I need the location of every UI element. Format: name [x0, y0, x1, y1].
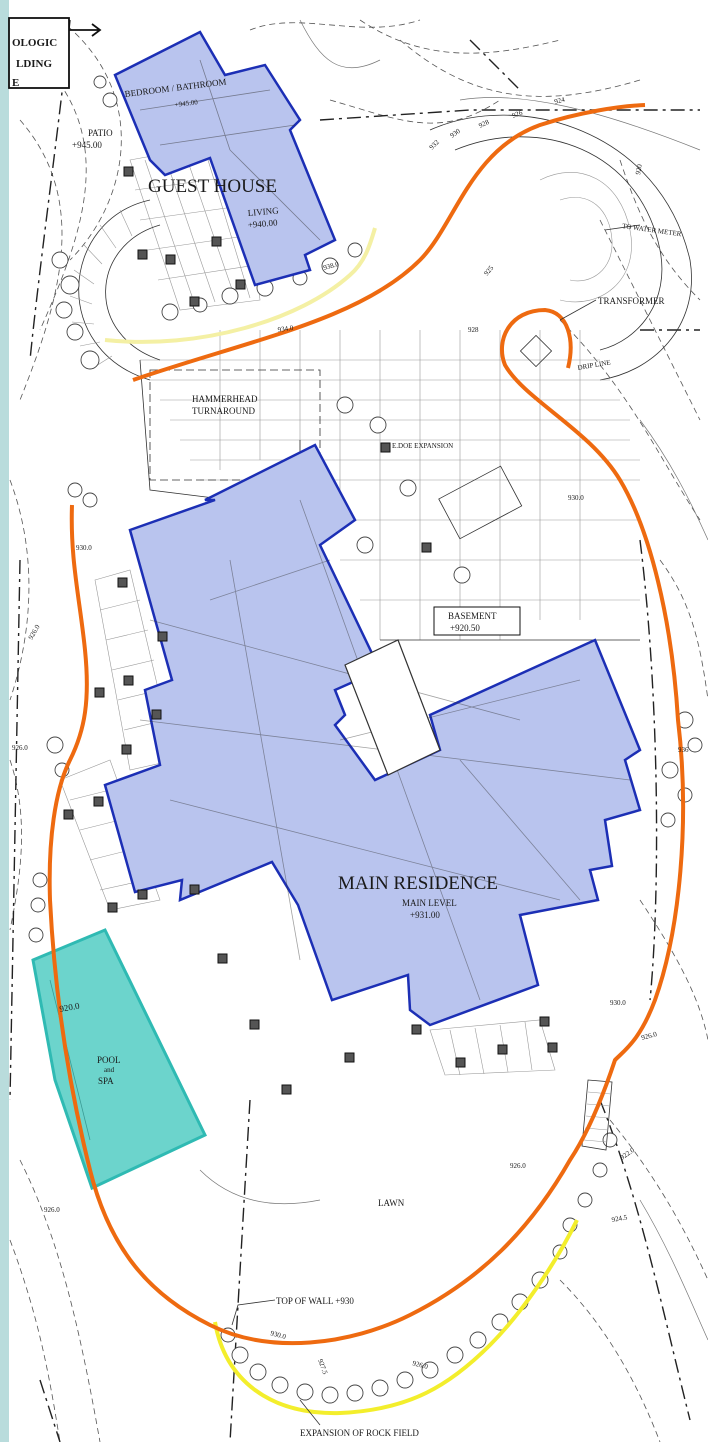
elev-925: 925 — [482, 264, 495, 278]
corner-text-2: LDING — [16, 58, 53, 70]
hammerhead-label-1: HAMMERHEAD — [192, 394, 258, 404]
elev-926-0e: 926.0 — [44, 1206, 60, 1214]
elev-927: 927.5 — [316, 1358, 329, 1376]
hammerhead-area — [149, 369, 321, 481]
elev-924: 924 — [553, 95, 566, 106]
expansion-rock-label: EXPANSION OF ROCK FIELD — [300, 1428, 419, 1438]
elev-932: 932 — [428, 138, 441, 151]
pool-label: POOL — [97, 1055, 121, 1065]
orange-line-upper — [132, 103, 646, 382]
elev-926-0c: 926.0 — [640, 1030, 658, 1042]
pool-and-label: and — [104, 1066, 115, 1074]
top-of-wall-label: TOP OF WALL +930 — [276, 1296, 354, 1306]
yellow-line — [213, 1219, 579, 1416]
pool-and-spa — [31, 928, 208, 1191]
guest-roof-lines — [139, 59, 321, 241]
elev-930a: 930 — [449, 127, 463, 140]
elev-926-0a: 926.0 — [27, 623, 42, 641]
pool-inner-line — [49, 979, 91, 1141]
patio-label: PATIO — [88, 128, 113, 138]
basement-label-box — [433, 606, 521, 636]
elev-926a: 926 — [511, 109, 524, 120]
basement-elevation: +920.50 — [450, 623, 480, 633]
main-level-elevation: +931.00 — [410, 910, 440, 920]
elev-926-0f: 926.0 — [411, 1359, 429, 1371]
guest-steps — [69, 199, 161, 381]
corner-text-1: OLOGIC — [12, 37, 57, 49]
drip-line-label: DRIP LINE — [577, 358, 611, 372]
basement-label: BASEMENT — [448, 611, 497, 621]
piers — [63, 166, 558, 1095]
spa-label: SPA — [98, 1076, 114, 1086]
elev-926-0d: 926.0 — [510, 1162, 526, 1170]
elev-920: 920 — [634, 163, 644, 175]
elev-928b: 928 — [468, 326, 479, 334]
property-lines — [9, 19, 700, 1442]
orange-line-main — [47, 307, 686, 1346]
elev-924-5: 924.5 — [611, 1213, 628, 1224]
expansion-label: E.DOE EXPANSION — [392, 442, 453, 450]
main-residence-label: MAIN RESIDENCE — [338, 873, 498, 894]
living-elevation: +940.00 — [247, 217, 278, 230]
corner-note-box — [8, 17, 70, 89]
contour-lines — [9, 19, 708, 1442]
main-level-label: MAIN LEVEL — [402, 898, 457, 908]
lawn-label: LAWN — [378, 1198, 405, 1208]
text-labels: OLOGIC LDING E BEDROOM / BATHROOM +945.0… — [12, 37, 682, 1438]
leader-lines — [231, 224, 641, 1426]
lower-steps — [581, 1079, 613, 1151]
guest-house-building — [113, 30, 337, 287]
elev-936: 936 — [678, 746, 689, 754]
hammerhead-label-2: TURNAROUND — [192, 406, 256, 416]
bedroom-elevation: +945.00 — [174, 98, 198, 109]
elev-938: 938.0 — [322, 260, 340, 272]
corner-note-arrow — [69, 23, 102, 37]
elev-926-0b: 926.0 — [12, 744, 28, 752]
elev-930-0a: 930.0 — [568, 494, 584, 502]
basement-footprint — [344, 639, 441, 776]
pale-yellow-line — [104, 227, 377, 344]
utility-markers — [336, 334, 553, 584]
elev-922: 922.0 — [619, 1146, 637, 1162]
elev-930-0b: 930.0 — [76, 544, 92, 552]
living-label: LIVING — [247, 205, 279, 218]
transformer-label: TRANSFORMER — [598, 296, 665, 306]
main-residence-building — [103, 443, 642, 1027]
guest-house-label: GUEST HOUSE — [148, 176, 277, 197]
pool-elevation: 920.0 — [59, 1001, 81, 1014]
elev-934: 934.0 — [277, 324, 294, 334]
elev-930-0d: 930.0 — [269, 1329, 287, 1341]
left-edge-strip — [0, 0, 9, 1442]
elev-928: 928 — [477, 118, 490, 130]
elev-930-0c: 930.0 — [610, 999, 626, 1007]
corner-text-3: E — [12, 77, 19, 89]
patio-elevation: +945.00 — [72, 140, 102, 150]
